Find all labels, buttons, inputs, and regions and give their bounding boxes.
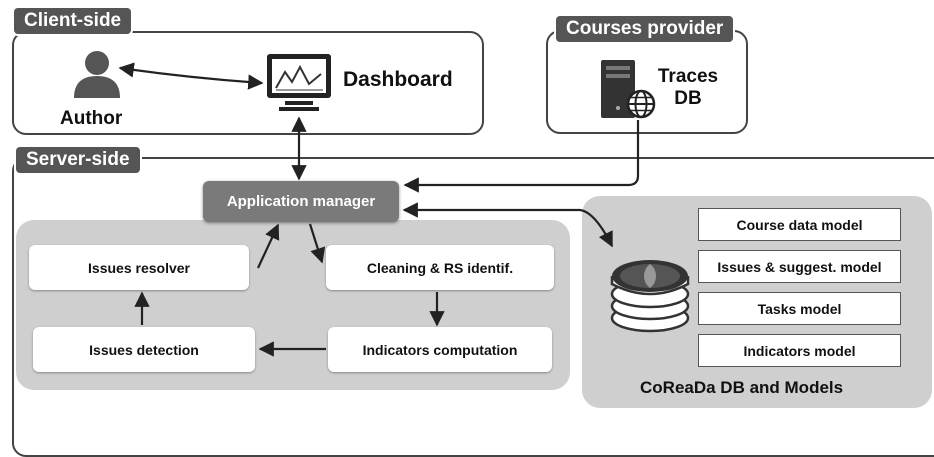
traces-appmgr-arrow (403, 120, 640, 193)
traces-label-line1: Traces (657, 66, 719, 87)
indicators-model-box: Indicators model (698, 334, 901, 367)
appmgr-db-arrow (402, 202, 613, 248)
course-data-model-box: Course data model (698, 208, 901, 241)
application-manager-box: Application manager (203, 181, 399, 222)
monitor-chart-icon (265, 52, 333, 114)
server-side-title: Server-side (16, 147, 140, 173)
cleaning-rs-box: Cleaning & RS identif. (326, 245, 554, 290)
models-caption: CoReaDa DB and Models (640, 378, 844, 397)
database-stack-icon (608, 250, 692, 336)
issues-resolver-box: Issues resolver (29, 245, 249, 290)
person-icon (70, 48, 124, 98)
author-label: Author (60, 108, 123, 129)
indicators-computation-box: Indicators computation (328, 327, 552, 372)
issues-detection-box: Issues detection (33, 327, 255, 372)
traces-label-line2: DB (674, 88, 702, 109)
resolver-appmgr-arrow (257, 223, 280, 269)
server-tower-icon (598, 58, 642, 118)
globe-icon (626, 89, 656, 119)
client-side-title: Client-side (14, 8, 132, 34)
tasks-model-box: Tasks model (698, 292, 901, 325)
author-dashboard-arrow (118, 62, 264, 90)
issues-suggest-model-box: Issues & suggest. model (698, 250, 901, 283)
courses-provider-title: Courses provider (556, 16, 734, 42)
traces-label: Traces DB (652, 66, 724, 110)
connector-arrows (118, 62, 640, 357)
appmgr-cleaning-arrow (308, 223, 326, 264)
dashboard-label: Dashboard (343, 68, 453, 91)
